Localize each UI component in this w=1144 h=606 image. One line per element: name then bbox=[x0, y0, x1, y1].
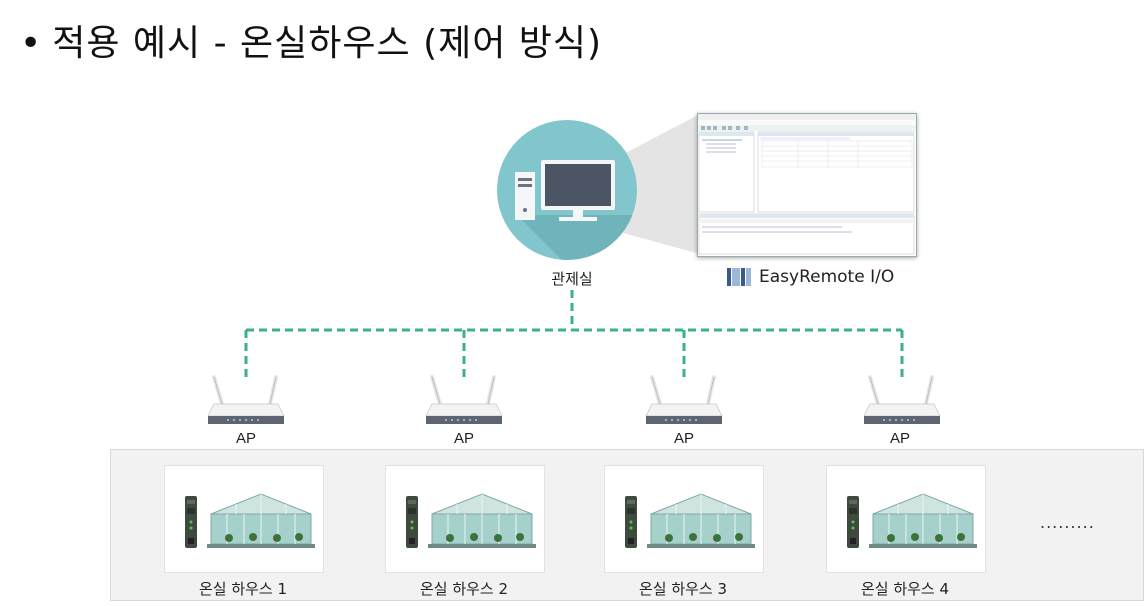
router-icon bbox=[424, 375, 504, 426]
control-room-circle bbox=[497, 120, 637, 260]
software-name-label: EasyRemote I/O bbox=[727, 266, 894, 288]
greenhouse-label-3: 온실 하우스 3 bbox=[638, 580, 728, 598]
greenhouse-label-4: 온실 하우스 4 bbox=[860, 580, 950, 598]
greenhouse-card-1 bbox=[164, 465, 324, 573]
title-bullet: • bbox=[20, 23, 43, 64]
control-room-label: 관제실 bbox=[551, 270, 593, 288]
greenhouse-card-2 bbox=[385, 465, 545, 573]
router-icon bbox=[206, 375, 286, 426]
greenhouse-icon bbox=[846, 493, 978, 549]
greenhouse-card-3 bbox=[604, 465, 764, 573]
software-name: EasyRemote I/O bbox=[759, 267, 895, 287]
ap-label-3: AP bbox=[673, 430, 694, 447]
router-icon bbox=[862, 375, 942, 426]
greenhouse-card-4 bbox=[826, 465, 986, 573]
greenhouse-icon bbox=[405, 493, 537, 549]
ap-label-2: AP bbox=[453, 430, 474, 447]
more-indicator: ......... bbox=[1040, 513, 1095, 532]
greenhouse-icon bbox=[184, 493, 316, 549]
easyremote-logo-icon bbox=[727, 268, 751, 286]
page-title: •적용 예시 - 온실하우스 (제어 방식) bbox=[20, 14, 602, 66]
greenhouse-label-2: 온실 하우스 2 bbox=[419, 580, 509, 598]
greenhouse-icon bbox=[624, 493, 756, 549]
ap-label-4: AP bbox=[889, 430, 910, 447]
software-window-graphic bbox=[698, 114, 916, 255]
ap-label-1: AP bbox=[235, 430, 256, 447]
greenhouse-label-1: 온실 하우스 1 bbox=[198, 580, 288, 598]
desktop-computer-icon bbox=[515, 160, 637, 260]
router-icon bbox=[644, 375, 724, 426]
software-window bbox=[697, 113, 917, 257]
title-text: 적용 예시 - 온실하우스 (제어 방식) bbox=[52, 23, 603, 64]
